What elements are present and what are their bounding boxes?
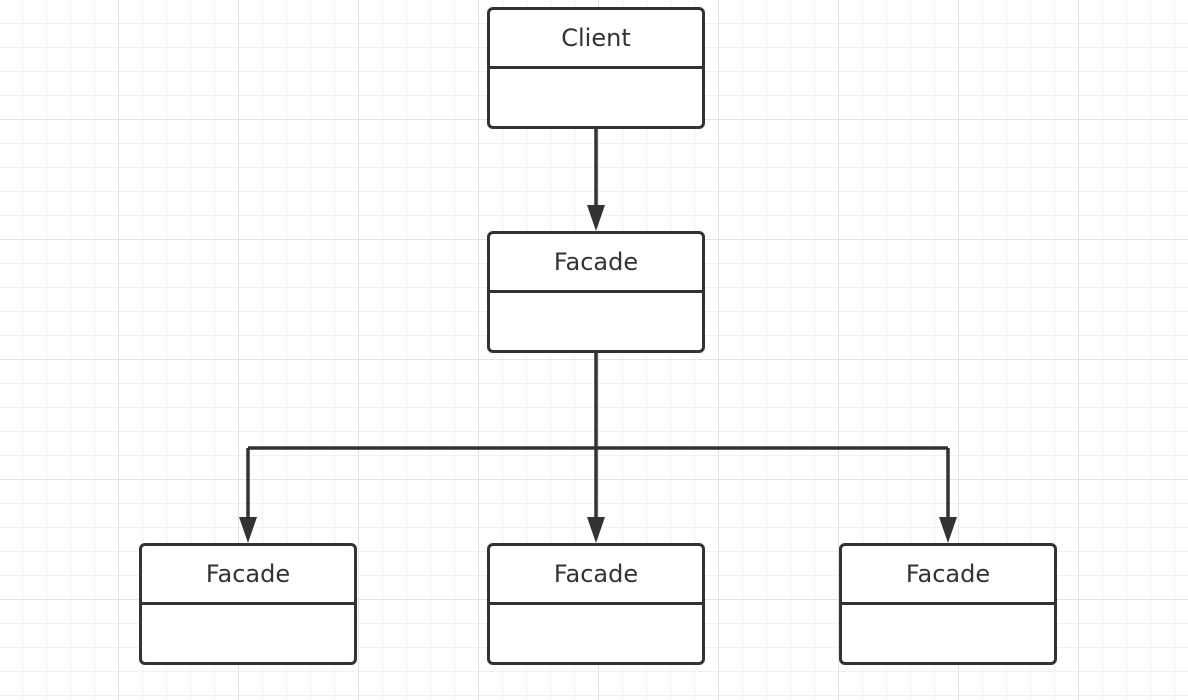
class-client: Client (487, 7, 705, 129)
class-subsystem-2: Facade (487, 543, 705, 665)
class-name: Facade (490, 546, 702, 605)
class-body (142, 605, 354, 662)
class-name: Client (490, 10, 702, 69)
class-name: Facade (842, 546, 1054, 605)
class-facade: Facade (487, 231, 705, 353)
arrowhead-subsystem-3 (939, 517, 957, 543)
class-subsystem-3: Facade (839, 543, 1057, 665)
class-name: Facade (142, 546, 354, 605)
class-name: Facade (490, 234, 702, 293)
class-body (842, 605, 1054, 662)
class-subsystem-1: Facade (139, 543, 357, 665)
arrowhead-subsystem-1 (239, 517, 257, 543)
arrowhead-facade (587, 205, 605, 231)
class-body (490, 69, 702, 126)
class-body (490, 605, 702, 662)
arrowhead-subsystem-2 (587, 517, 605, 543)
class-body (490, 293, 702, 350)
